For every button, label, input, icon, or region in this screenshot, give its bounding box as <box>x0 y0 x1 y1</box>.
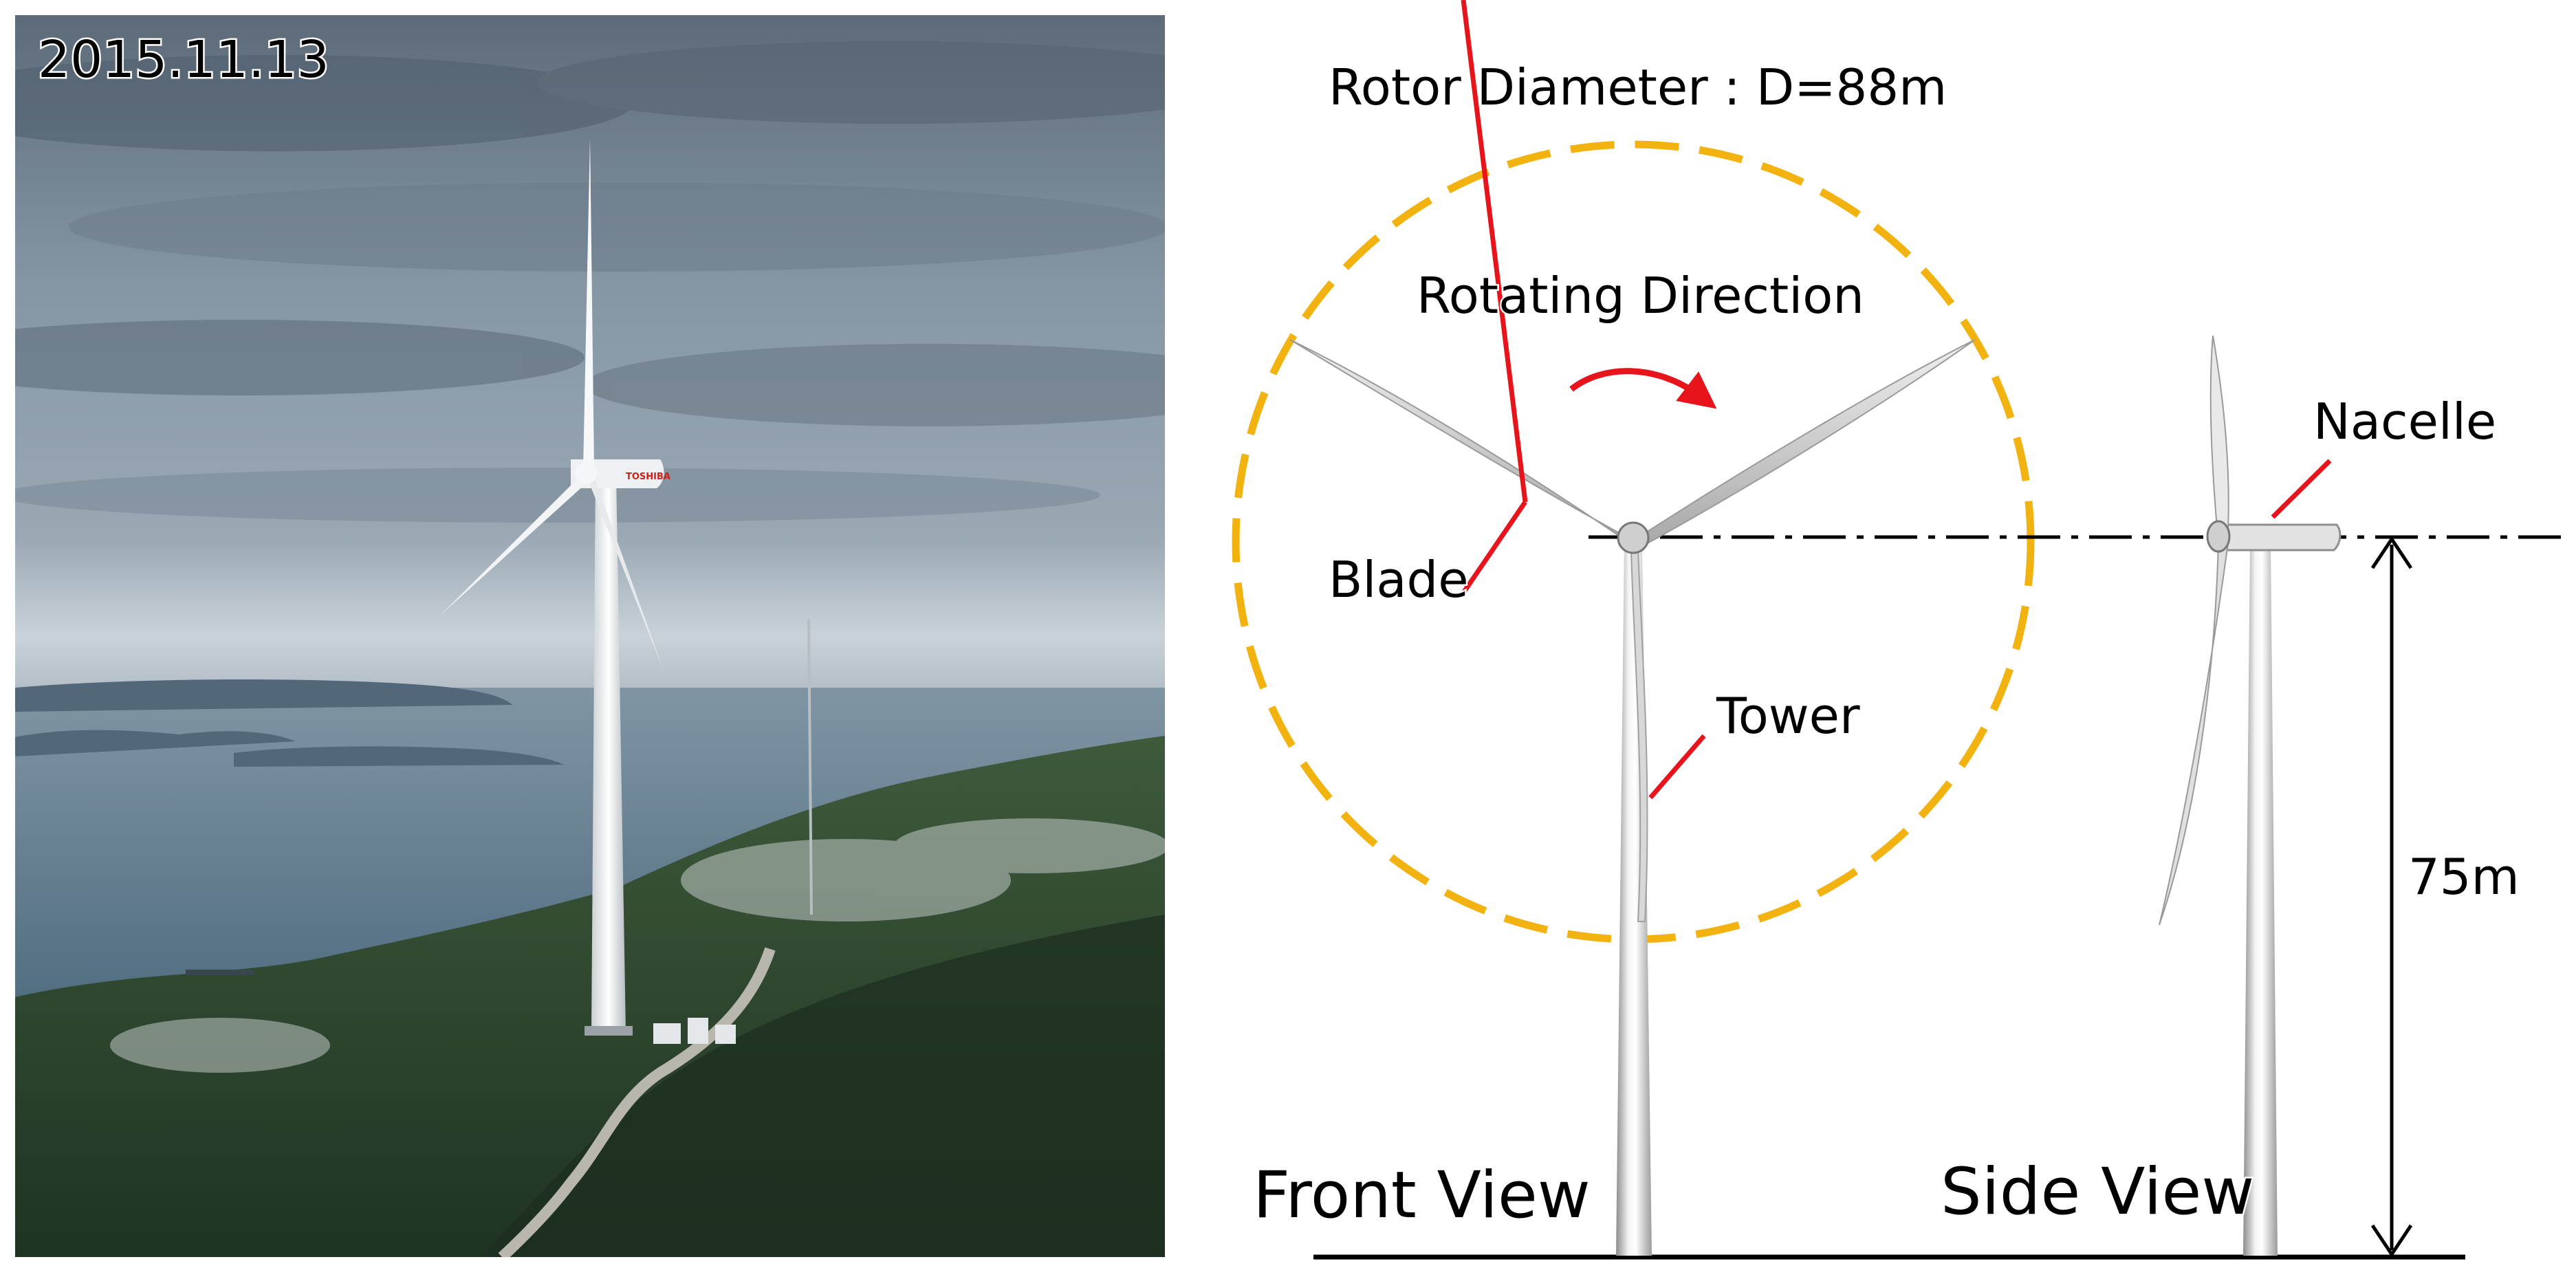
photo-nacelle-logo: TOSHIBA <box>626 472 670 482</box>
front-blade-left <box>1289 339 1630 544</box>
met-mast <box>807 618 813 915</box>
nacelle-label: Nacelle <box>2313 393 2496 450</box>
forest-shadow <box>481 915 1165 1257</box>
rotating-direction-label: Rotating Direction <box>1417 267 1864 325</box>
cloud-bands <box>15 41 1165 523</box>
side-nacelle <box>2212 523 2342 552</box>
distant-islands <box>15 679 564 767</box>
photo-turbine: TOSHIBA <box>440 138 670 1036</box>
turbine-photo: TOSHIBA 2015.11.13 <box>15 15 1165 1257</box>
photo-blade-up <box>583 138 594 469</box>
boat <box>186 970 254 975</box>
hub-height-label: 75m <box>2408 848 2520 906</box>
front-blade-right <box>1641 339 1976 546</box>
mountain-road <box>498 947 776 1257</box>
front-hub <box>1617 521 1650 554</box>
photo-turbine-base <box>585 1026 633 1036</box>
tower-label: Tower <box>1716 687 1860 745</box>
blade-leader-line <box>1461 0 1528 503</box>
blade-leader-line-stroke <box>1461 501 1527 594</box>
front-blade-down <box>1630 549 1648 922</box>
photo-blade-left <box>440 474 585 615</box>
base-buildings <box>653 1018 736 1044</box>
blade-label: Blade <box>1329 551 1469 609</box>
side-hub <box>2206 520 2231 553</box>
photo-turbine-tower <box>591 474 626 1032</box>
front-view-turbine <box>1289 339 1976 1256</box>
nacelle-leader-line <box>2271 459 2332 519</box>
front-view-title: Front View <box>1253 1158 1591 1233</box>
turbine-diagram: Rotor Diameter : D=88m Rotating Directio… <box>1232 0 2572 1260</box>
photo-blade-right <box>586 473 664 670</box>
photo-date: 2015.11.13 <box>38 30 329 89</box>
mist <box>110 818 1165 1073</box>
rotor-diameter-label: Rotor Diameter : D=88m <box>1329 58 1947 116</box>
side-blade-down <box>2159 543 2229 926</box>
side-view-title: Side View <box>1941 1155 2254 1230</box>
side-view-turbine <box>2159 335 2342 1256</box>
side-tower <box>2243 543 2278 1256</box>
side-blade-up <box>2209 335 2229 531</box>
hub-height-dimension <box>2370 536 2413 1258</box>
rotating-direction-arrow <box>1569 368 1717 409</box>
photo-turbine-hub <box>575 462 597 484</box>
tower-leader-line <box>1648 734 1706 800</box>
